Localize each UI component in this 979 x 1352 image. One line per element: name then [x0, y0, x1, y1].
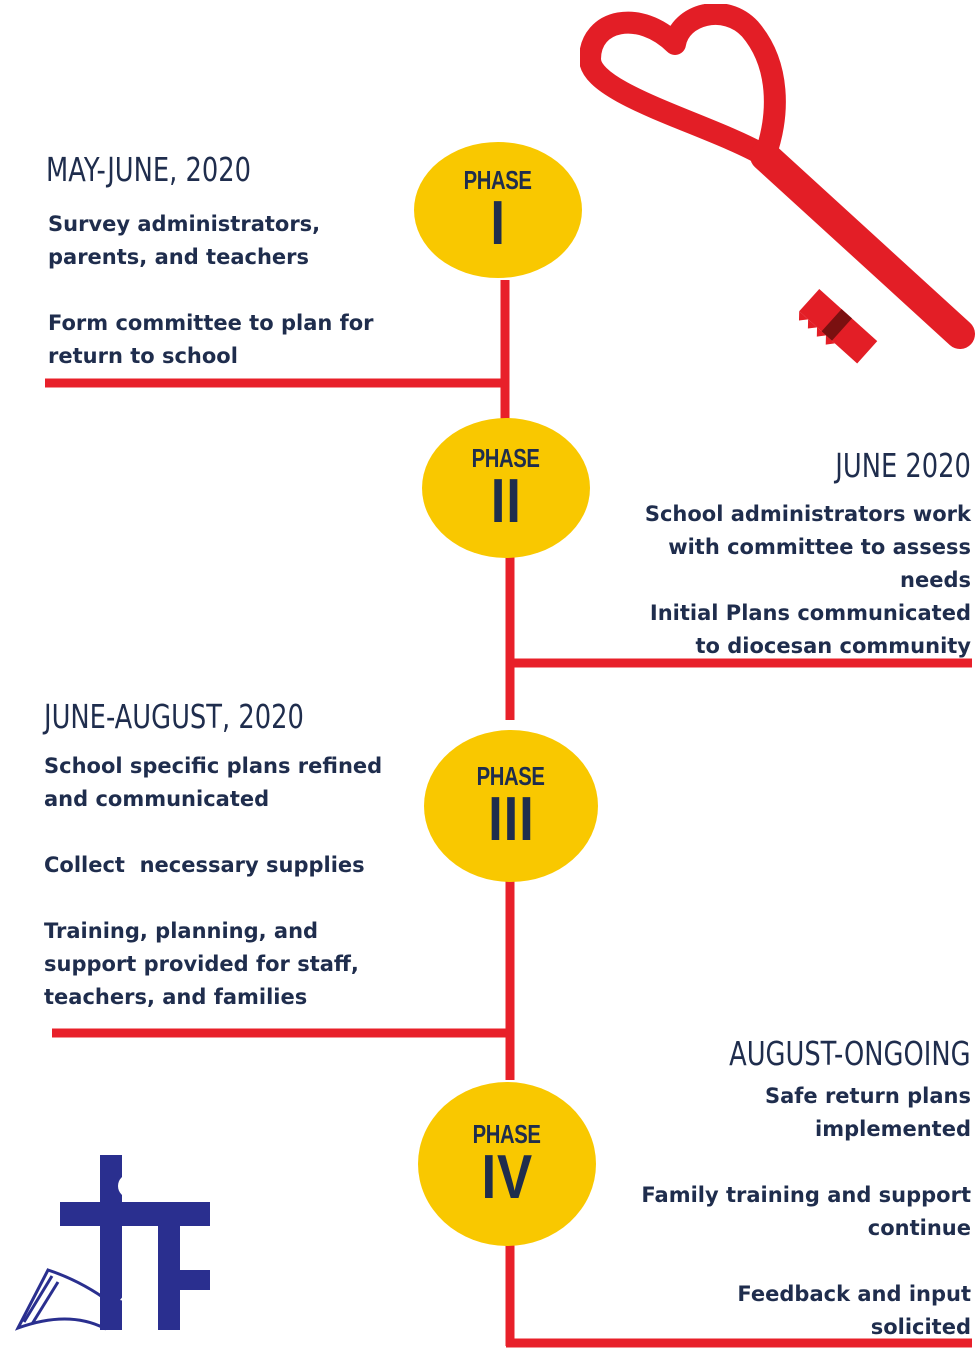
phase-3-item: Training, planning, and support provided… [44, 919, 359, 1009]
heart-key-icon [580, 4, 975, 364]
phase-1-item: Survey administrators, parents, and teac… [48, 212, 321, 269]
phase-1-word: PHASE [464, 165, 532, 195]
phase-3-heading: JUNE-AUGUST, 2020 [44, 697, 304, 736]
phase-1-items: Survey administrators, parents, and teac… [48, 208, 448, 373]
phase-1-circle: PHASE I [414, 142, 582, 278]
phase-3-item: School specific plans refined and commun… [44, 754, 383, 811]
phase-4-numeral: IV [481, 1143, 533, 1212]
phase-2-heading: JUNE 2020 [835, 446, 971, 485]
phase-2-items: School administrators work with committe… [591, 498, 971, 663]
phase-1-heading: MAY-JUNE, 2020 [46, 150, 252, 189]
phase-4-item: Feedback and input solicited [737, 1282, 971, 1339]
phase-3-item: Collect necessary supplies [44, 853, 365, 877]
phase-4-item: Family training and support continue [641, 1183, 971, 1240]
phase-2-numeral: II [490, 467, 522, 536]
phase-4-circle: PHASE IV [418, 1082, 596, 1246]
phase-1-item: Form committee to plan for return to sch… [48, 311, 374, 368]
phase-3-word: PHASE [477, 761, 545, 791]
phase-3-circle: PHASE III [424, 730, 598, 882]
phase-1-numeral: I [490, 189, 506, 258]
phase-3-numeral: III [487, 785, 535, 854]
phase-4-items: Safe return plans implemented Family tra… [591, 1080, 971, 1344]
phase-2-word: PHASE [472, 443, 540, 473]
phase-2-item: School administrators work with committe… [644, 502, 971, 592]
phase-3-items: School specific plans refined and commun… [44, 750, 444, 1014]
phase-4-item: Safe return plans implemented [764, 1084, 971, 1141]
phase-4-heading: AUGUST-ONGOING [729, 1034, 971, 1073]
phase-2-item: Initial Plans communicated to diocesan c… [649, 601, 971, 658]
diocese-school-logo [14, 1155, 210, 1331]
phase-2-circle: PHASE II [422, 418, 590, 558]
phase-4-word: PHASE [473, 1119, 541, 1149]
